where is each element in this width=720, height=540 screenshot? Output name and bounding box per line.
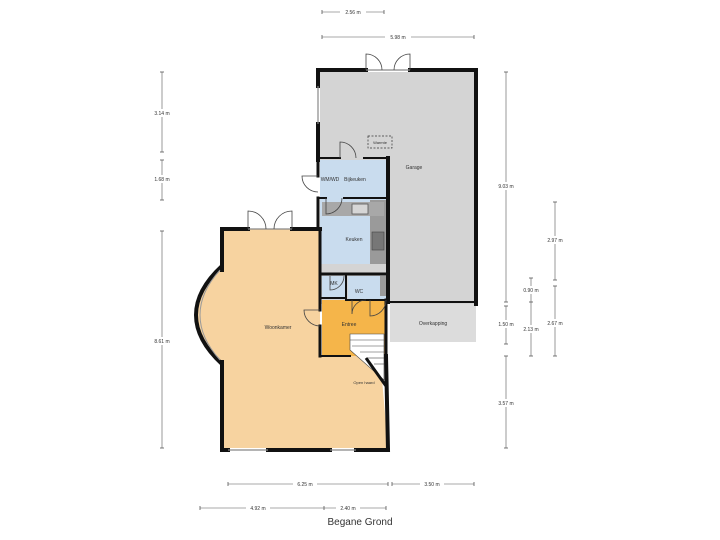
dim-left-3: 8.61 m <box>154 339 169 345</box>
dim-right-0-90: 0.90 m <box>523 288 538 294</box>
dim-top-small: 2.56 m <box>345 10 360 16</box>
bay-window-glass <box>199 269 221 361</box>
label-entree: Entree <box>342 322 357 328</box>
walls <box>220 68 478 453</box>
label-woonkamer: Woonkamer <box>265 325 292 331</box>
label-keuken: Keuken <box>346 237 363 243</box>
warmte-box <box>367 135 393 149</box>
label-wmwd: WM/WD <box>321 177 340 183</box>
dim-bottom-6-25: 6.25 m <box>297 482 312 488</box>
dim-right-3-57: 3.57 m <box>498 401 513 407</box>
label-open-haard: Open haard <box>353 380 374 385</box>
dim-left-2: 1.68 m <box>154 177 169 183</box>
dim-top-large: 5.98 m <box>390 35 405 41</box>
dimension-ticks <box>160 10 557 510</box>
sink-icon <box>351 203 369 215</box>
wc-area <box>348 276 386 300</box>
label-wc: WC <box>355 289 364 295</box>
doors <box>247 53 411 327</box>
dim-bottom-2-40: 2.40 m <box>340 506 355 512</box>
dim-right-total: 9.03 m <box>498 184 513 190</box>
fridge-icon <box>380 276 386 296</box>
label-warmte: Warmte <box>373 140 388 145</box>
dim-right-2-97: 2.97 m <box>547 238 562 244</box>
dim-right-2-67: 2.67 m <box>547 321 562 327</box>
stairs <box>349 333 385 381</box>
dim-right-1-50: 1.50 m <box>498 322 513 328</box>
dim-left-1: 3.14 m <box>154 111 169 117</box>
mk-area <box>322 276 346 298</box>
label-bijkeuken: Bijkeuken <box>344 177 366 183</box>
dim-right-2-13: 2.13 m <box>523 327 538 333</box>
bijkeuken-area <box>320 160 386 200</box>
open-haard-wall <box>364 357 388 387</box>
overkapping-area <box>390 304 476 342</box>
dim-bottom-3-50: 3.50 m <box>424 482 439 488</box>
label-overkapping: Overkapping <box>419 321 448 327</box>
label-garage: Garage <box>406 165 423 171</box>
dim-bottom-4-92: 4.92 m <box>250 506 265 512</box>
label-mk: MK <box>330 281 338 287</box>
floor-title: Begane Grond <box>327 517 393 528</box>
woonkamer-area <box>196 229 388 448</box>
windows <box>228 69 410 451</box>
stove-icon <box>371 231 385 251</box>
bay-window <box>193 264 224 366</box>
